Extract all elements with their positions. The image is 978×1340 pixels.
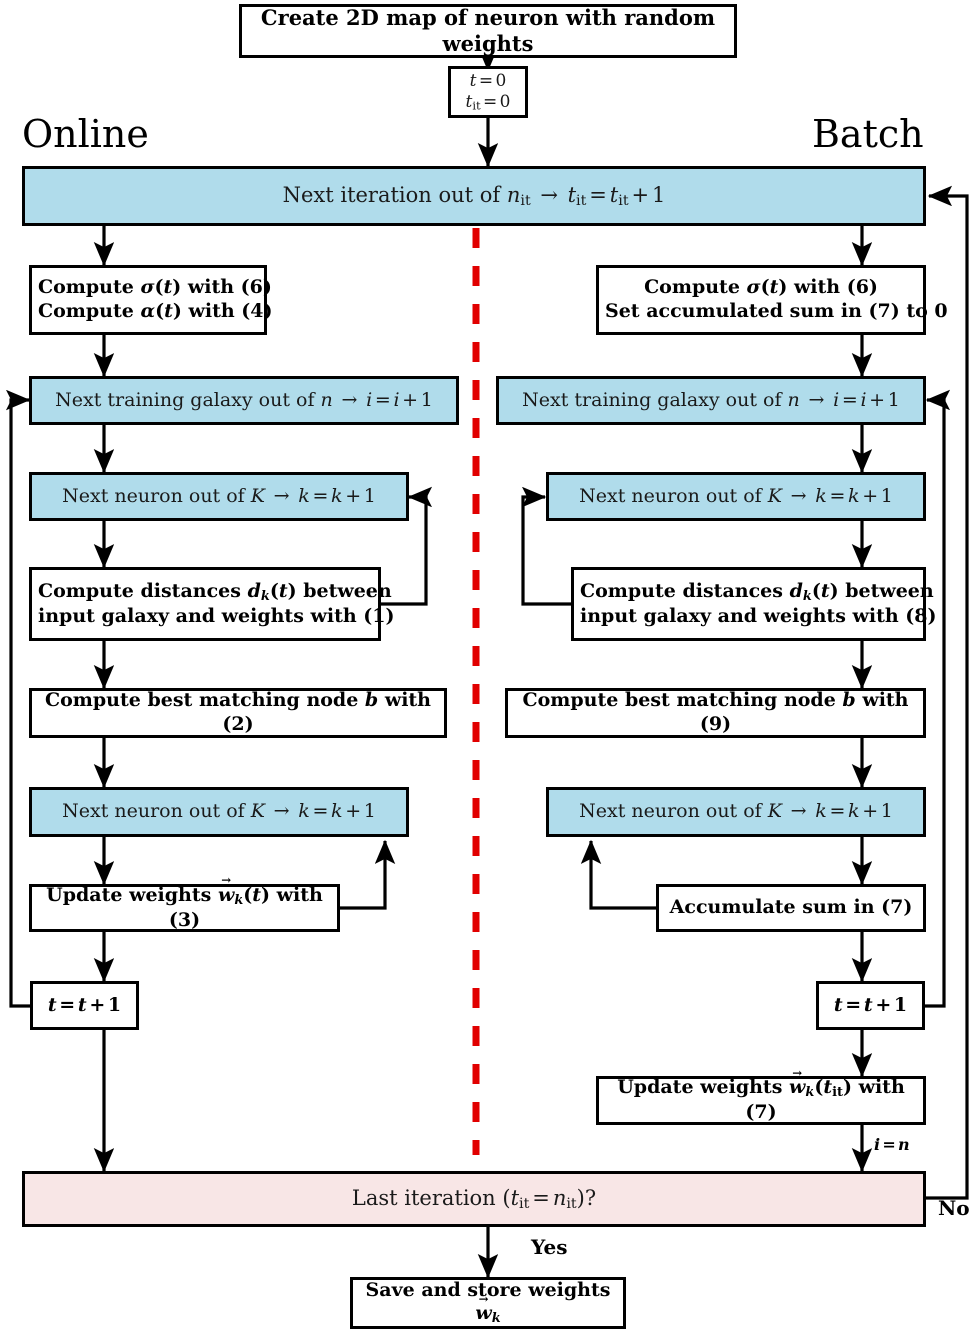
batch-compute-line-1: Compute σ(t) with (6) [644,276,878,299]
node-online-compute-params-content: Compute σ(t) with (6) Compute α(t) with … [38,276,273,323]
batch-distances-line-2: input galaxy and weights with (8) [580,604,937,627]
node-init-counters-content: t=0 tit=0 [457,71,519,113]
node-next-iteration[interactable]: Next iteration out of nit → tit=tit+1 [22,166,926,226]
node-last-iteration-decision[interactable]: Last iteration (tit=nit)? [22,1171,926,1227]
node-batch-compute-params-content: Compute σ(t) with (6) Set accumulated su… [605,276,948,323]
node-batch-next-neuron-1-label: Next neuron out of K → k=k+1 [579,484,893,507]
node-batch-next-neuron-2-label: Next neuron out of K → k=k+1 [579,800,893,823]
edge-label-no: No [938,1196,970,1220]
node-batch-next-neuron-2[interactable]: Next neuron out of K → k=k+1 [546,787,926,837]
node-batch-compute-params[interactable]: Compute σ(t) with (6) Set accumulated su… [596,265,948,335]
node-online-next-galaxy-label: Next training galaxy out of n → i=i+1 [55,388,433,411]
init-line-tit: tit=0 [465,92,511,113]
section-label-batch: Batch [812,112,924,156]
node-online-compute-distances[interactable]: Compute distances dk(t) between input ga… [29,567,395,641]
node-online-compute-distances-content: Compute distances dk(t) between input ga… [38,579,395,628]
node-online-next-neuron-1-label: Next neuron out of K → k=k+1 [62,484,376,507]
node-batch-accumulate-sum[interactable]: Accumulate sum in (7) [656,884,926,932]
node-batch-next-galaxy[interactable]: Next training galaxy out of n → i=i+1 [496,376,926,425]
edge-label-i-equals-n: i=n [874,1135,910,1154]
node-save-weights-label: Save and store weights wk [359,1279,617,1327]
node-batch-update-weights-label: Update weights wk(tit) with (7) [605,1068,917,1124]
section-label-online: Online [22,112,149,156]
node-online-compute-params[interactable]: Compute σ(t) with (6) Compute α(t) with … [29,265,273,335]
node-batch-compute-distances[interactable]: Compute distances dk(t) between input ga… [571,567,937,641]
node-create-2d-map[interactable]: Create 2D map of neuron with random weig… [239,4,737,58]
online-distances-line-1: Compute distances dk(t) between [38,579,392,604]
node-batch-next-neuron-1[interactable]: Next neuron out of K → k=k+1 [546,472,926,521]
node-last-iteration-decision-label: Last iteration (tit=nit)? [351,1185,597,1212]
node-next-iteration-label: Next iteration out of nit → tit=tit+1 [282,182,666,209]
node-online-next-neuron-1[interactable]: Next neuron out of K → k=k+1 [29,472,409,521]
node-online-t-increment[interactable]: t=t+1 [30,981,139,1030]
node-online-best-matching[interactable]: Compute best matching node b with (2) [29,688,447,738]
node-batch-next-galaxy-label: Next training galaxy out of n → i=i+1 [522,388,900,411]
node-batch-accumulate-sum-label: Accumulate sum in (7) [669,896,913,919]
batch-distances-line-1: Compute distances dk(t) between [580,579,934,604]
batch-compute-line-2: Set accumulated sum in (7) to 0 [605,300,948,322]
node-save-weights[interactable]: Save and store weights wk [350,1277,626,1329]
node-create-2d-map-label: Create 2D map of neuron with random weig… [260,4,716,56]
node-batch-best-matching[interactable]: Compute best matching node b with (9) [505,688,926,738]
node-batch-update-weights[interactable]: Update weights wk(tit) with (7) [596,1068,926,1125]
online-compute-line-2: Compute α(t) with (4) [38,300,273,322]
node-online-next-neuron-2-label: Next neuron out of K → k=k+1 [62,800,376,823]
node-batch-best-matching-label: Compute best matching node b with (9) [522,689,909,735]
edge-label-yes: Yes [531,1235,568,1259]
node-batch-t-increment-label: t=t+1 [833,993,908,1016]
online-distances-line-2: input galaxy and weights with (1) [38,604,395,627]
node-online-best-matching-label: Compute best matching node b with (2) [45,689,431,735]
node-online-t-increment-label: t=t+1 [47,993,122,1016]
node-init-counters[interactable]: t=0 tit=0 [448,66,528,118]
node-online-update-weights-label: Update weights wk(t) with (3) [38,875,331,932]
node-online-next-galaxy[interactable]: Next training galaxy out of n → i=i+1 [29,376,459,425]
node-batch-t-increment[interactable]: t=t+1 [816,981,925,1030]
node-batch-compute-distances-content: Compute distances dk(t) between input ga… [580,579,937,628]
online-compute-line-1: Compute σ(t) with (6) [38,276,272,299]
node-online-next-neuron-2[interactable]: Next neuron out of K → k=k+1 [29,787,409,837]
init-line-t: t=0 [469,70,507,91]
node-online-update-weights[interactable]: Update weights wk(t) with (3) [29,875,340,932]
